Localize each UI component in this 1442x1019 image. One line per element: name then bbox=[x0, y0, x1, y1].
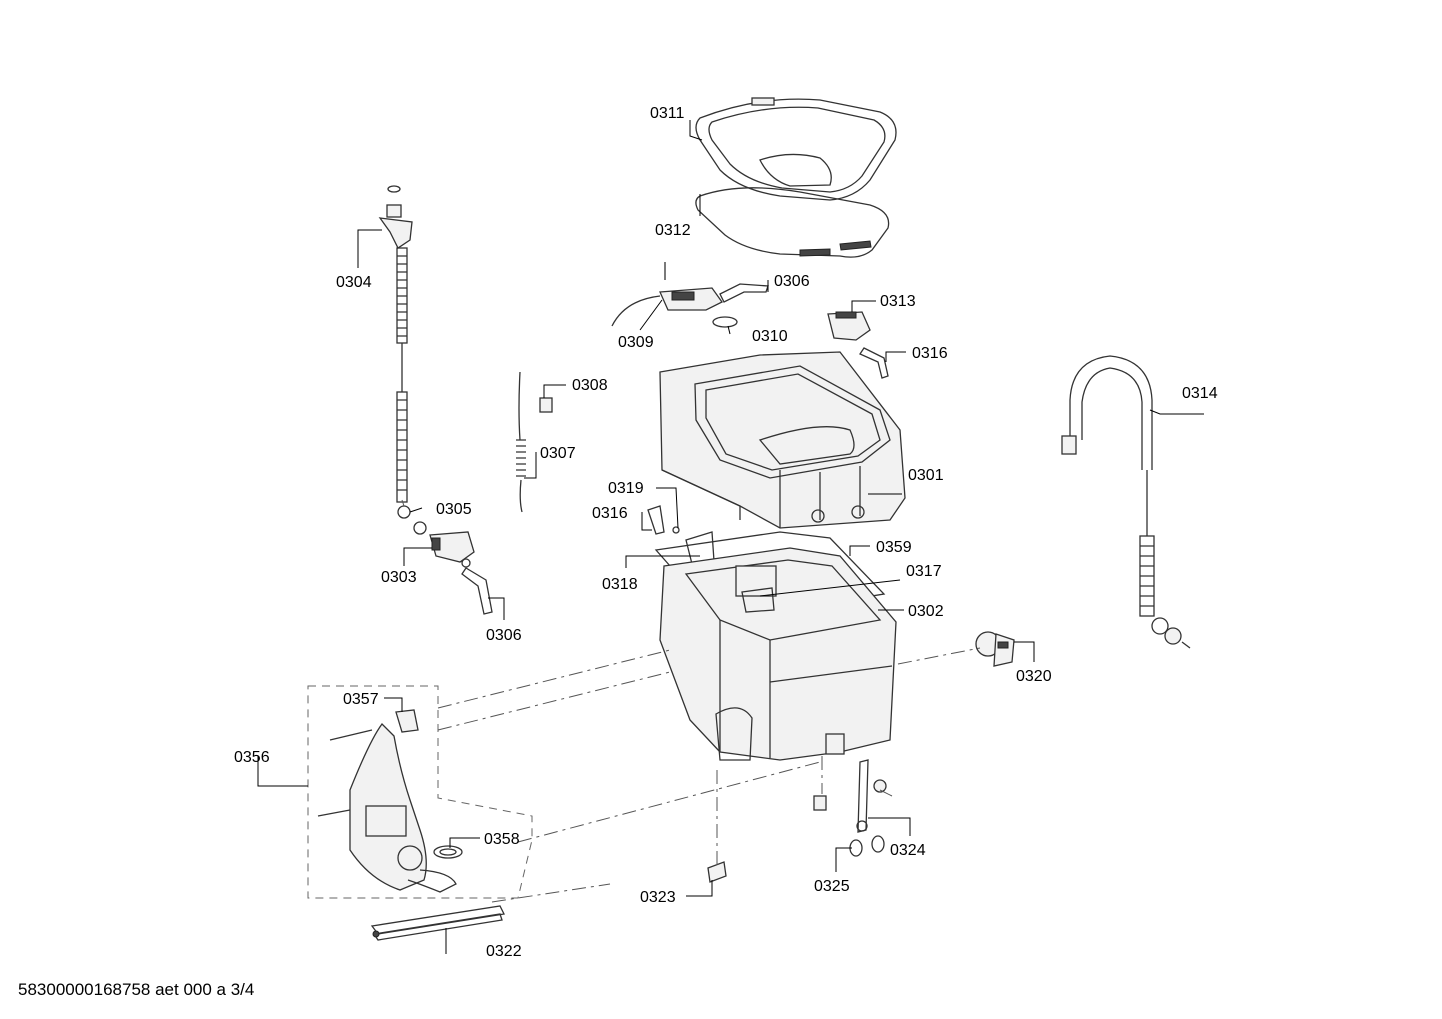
label-0318: 0318 bbox=[602, 576, 638, 593]
label-0304: 0304 bbox=[336, 274, 372, 291]
label-0303: 0303 bbox=[381, 569, 417, 586]
label-0323: 0323 bbox=[640, 889, 676, 906]
part-0309-sensor bbox=[611, 262, 723, 327]
label-0308: 0308 bbox=[572, 377, 608, 394]
label-0356: 0356 bbox=[234, 749, 270, 766]
part-0323-bracket bbox=[707, 861, 727, 883]
part-0308-clip bbox=[539, 397, 553, 413]
label-0314: 0314 bbox=[1182, 385, 1218, 402]
assembly-lines bbox=[401, 499, 981, 903]
part-0313-pressure-switch bbox=[827, 311, 871, 341]
label-0306-upper: 0306 bbox=[774, 273, 810, 290]
part-0302-lower-tub bbox=[659, 547, 897, 761]
part-0314-drain-hose bbox=[1061, 355, 1191, 649]
part-0357-bracket bbox=[395, 709, 419, 733]
part-0306-elbow-pipe-upper bbox=[719, 283, 769, 303]
part-0356-pump-assembly bbox=[317, 723, 457, 893]
label-0320: 0320 bbox=[1016, 668, 1052, 685]
part-0322-heater bbox=[370, 905, 505, 941]
label-0312: 0312 bbox=[655, 222, 691, 239]
part-0306-elbow-pipe-lower bbox=[461, 567, 493, 615]
label-0316-left: 0316 bbox=[592, 505, 628, 522]
label-0307: 0307 bbox=[540, 445, 576, 462]
part-0316-small-pipe-left bbox=[647, 505, 665, 535]
part-0307-spring bbox=[516, 371, 526, 513]
part-0304-inlet-hose bbox=[378, 185, 413, 519]
label-0317: 0317 bbox=[906, 563, 942, 580]
part-0310-o-ring bbox=[712, 316, 738, 328]
part-0325-caps bbox=[849, 835, 885, 857]
label-0313: 0313 bbox=[880, 293, 916, 310]
label-0310: 0310 bbox=[752, 328, 788, 345]
label-0311: 0311 bbox=[650, 105, 685, 122]
label-0319: 0319 bbox=[608, 480, 644, 497]
label-0302: 0302 bbox=[908, 603, 944, 620]
label-0357: 0357 bbox=[343, 691, 379, 708]
part-0358-ring bbox=[433, 845, 463, 859]
label-0305: 0305 bbox=[436, 501, 472, 518]
part-0303-valve bbox=[413, 521, 475, 568]
leader-lines bbox=[257, 120, 1204, 954]
part-0324-shock-absorber bbox=[813, 759, 887, 833]
label-0359: 0359 bbox=[876, 539, 912, 556]
label-0306-lower: 0306 bbox=[486, 627, 522, 644]
label-0322: 0322 bbox=[486, 943, 522, 960]
part-0311-seal-frame bbox=[695, 97, 897, 201]
label-0324: 0324 bbox=[890, 842, 926, 859]
part-0316-small-pipe-right bbox=[859, 347, 889, 379]
label-0358: 0358 bbox=[484, 831, 520, 848]
part-0319-clip bbox=[672, 526, 680, 534]
label-0316-right: 0316 bbox=[912, 345, 948, 362]
part-0320-pump bbox=[975, 631, 1015, 667]
part-0317-bracket bbox=[741, 587, 775, 613]
document-reference: 58300000168758 aet 000 a 3/4 bbox=[18, 980, 255, 999]
part-0312-wire-ring bbox=[695, 187, 890, 258]
part-labels: 0311 0312 0304 0306 0313 0310 0309 0316 … bbox=[234, 105, 1218, 960]
label-0325: 0325 bbox=[814, 878, 850, 895]
label-0301: 0301 bbox=[908, 467, 944, 484]
label-0309: 0309 bbox=[618, 334, 654, 351]
part-0301-dispenser-housing bbox=[659, 351, 906, 529]
